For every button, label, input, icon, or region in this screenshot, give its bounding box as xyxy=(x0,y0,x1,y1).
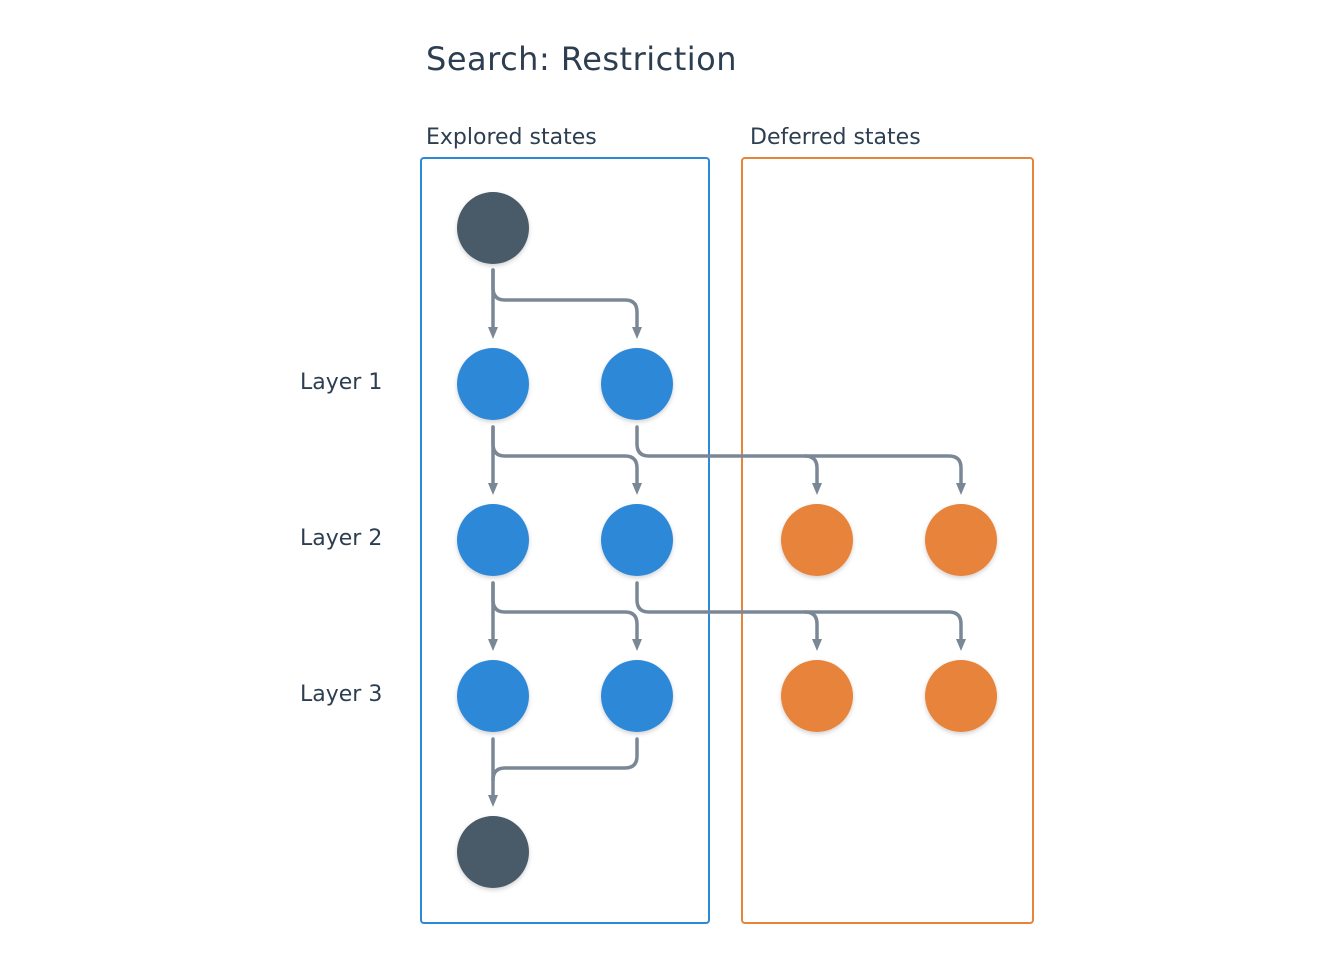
deferred-states-label: Deferred states xyxy=(750,125,921,150)
layer-2-label: Layer 2 xyxy=(300,526,383,551)
layer-3-deferred-node-a xyxy=(781,660,853,732)
edge-root-to-l1-right xyxy=(491,268,642,339)
explored-states-box xyxy=(420,157,710,924)
layer-3-node-b xyxy=(601,660,673,732)
terminal-node xyxy=(457,816,529,888)
layer-1-node-a xyxy=(457,348,529,420)
layer-1-node-b xyxy=(601,348,673,420)
layer-3-label: Layer 3 xyxy=(300,682,383,707)
layer-2-deferred-node-b xyxy=(925,504,997,576)
layer-3-node-a xyxy=(457,660,529,732)
edge-l3b-to-terminal xyxy=(491,737,639,782)
edge-l1b-to-deferred-2a xyxy=(635,425,822,495)
edge-l2a-to-l3-right xyxy=(491,581,642,651)
layer-2-node-b xyxy=(601,504,673,576)
edge-l1b-to-deferred-2b xyxy=(803,454,966,495)
layer-2-node-a xyxy=(457,504,529,576)
root-node xyxy=(457,192,529,264)
layer-3-deferred-node-b xyxy=(925,660,997,732)
edge-l2b-to-deferred-3b xyxy=(803,610,966,651)
diagram-title: Search: Restriction xyxy=(426,40,738,78)
layer-1-label: Layer 1 xyxy=(300,370,383,395)
deferred-states-box xyxy=(741,157,1034,924)
edge-l1a-to-l2-right xyxy=(491,425,642,495)
explored-states-label: Explored states xyxy=(426,125,597,150)
layer-2-deferred-node-a xyxy=(781,504,853,576)
edge-l2b-to-deferred-3a xyxy=(635,581,822,651)
